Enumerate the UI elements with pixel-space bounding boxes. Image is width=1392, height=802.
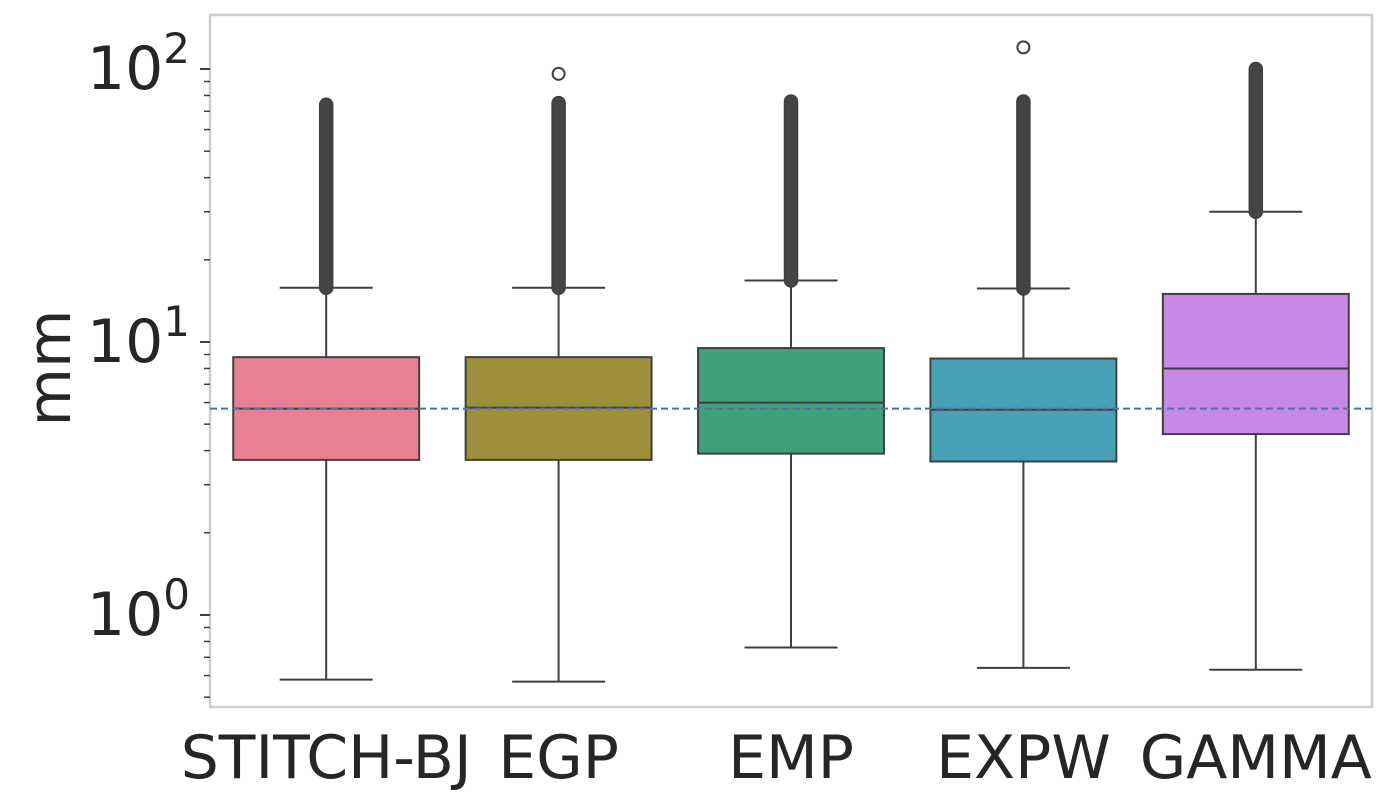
outlier-cluster [551,95,566,296]
outlier-cluster [783,94,799,288]
outlier-cluster [318,97,334,296]
x-tick-label: EGP [498,723,619,793]
y-axis-label: mm [15,310,85,427]
x-tick-label: EMP [728,723,854,793]
box-gamma [1161,61,1350,671]
box-series [232,40,1350,683]
y-tick-label: 102 [87,24,190,104]
box-iqr [697,347,885,455]
box-iqr [1161,292,1350,436]
box-emp [697,94,885,649]
x-axis: STITCH-BJ EGP EMP EXPW GAMMA [181,723,1372,793]
x-tick-label: GAMMA [1140,723,1372,793]
outlier-point [551,66,566,81]
y-tick-label: 101 [87,297,190,377]
outlier-cluster [1248,61,1264,219]
y-axis: 100 101 102 [87,24,210,698]
x-tick-label: STITCH-BJ [181,723,472,793]
outlier-point [1016,40,1031,55]
y-tick-label: 100 [87,570,190,650]
x-tick-label: EXPW [936,723,1111,793]
outlier-cluster [1016,94,1031,296]
box-expw [929,40,1118,669]
